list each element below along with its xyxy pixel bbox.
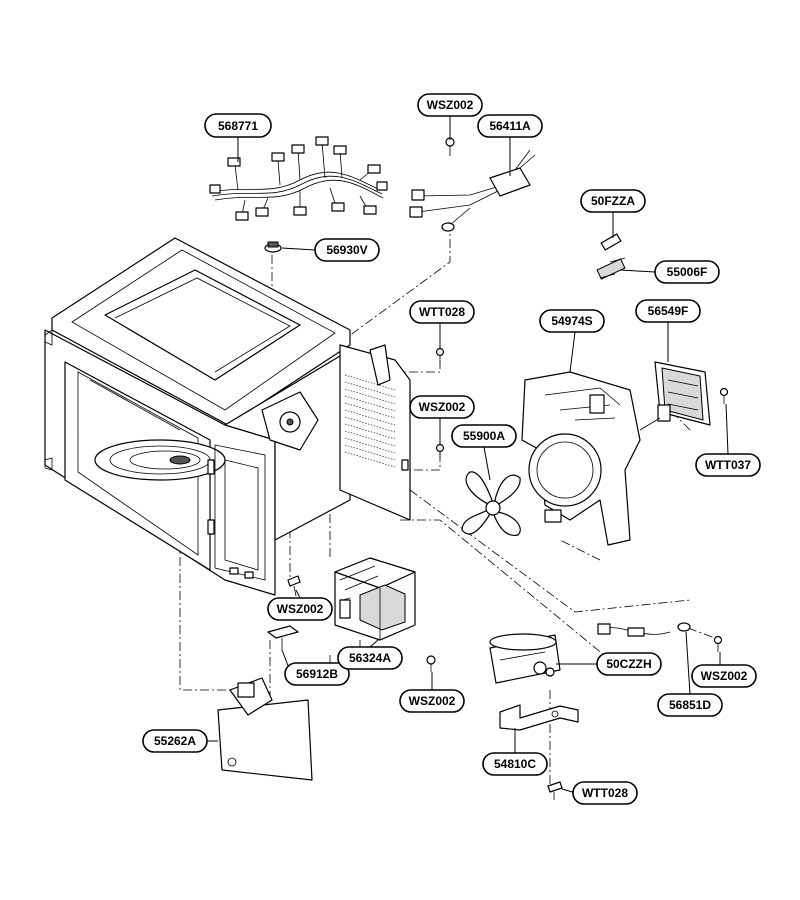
label-wsz002-transformer: WSZ002	[267, 597, 333, 621]
label-wsz002-right: WSZ002	[691, 664, 757, 688]
label-50czzh: 50CZZH	[596, 652, 662, 676]
screw-transformer-part	[287, 575, 301, 597]
label-56411a: 56411A	[477, 114, 543, 138]
label-54974s: 54974S	[539, 309, 605, 333]
label-55900a: 55900A	[451, 424, 517, 448]
latch-switch-part	[267, 625, 299, 650]
svg-text:WTT037: WTT037	[705, 458, 751, 472]
screw-capacitor-part	[426, 655, 436, 672]
svg-text:55262A: 55262A	[154, 734, 196, 748]
capacitor-part	[489, 633, 561, 684]
label-56549f: 56549F	[635, 299, 701, 323]
leader-lines	[197, 116, 729, 794]
label-56912b: 56912B	[284, 662, 350, 686]
svg-text:55900A: 55900A	[463, 429, 505, 443]
side-vent-plate-part	[339, 344, 411, 521]
svg-text:56324A: 56324A	[349, 651, 391, 665]
svg-text:50CZZH: 50CZZH	[606, 657, 651, 671]
svg-text:WTT028: WTT028	[419, 305, 465, 319]
svg-text:WSZ002: WSZ002	[427, 98, 474, 112]
label-wtt037: WTT037	[695, 453, 761, 477]
label-56324a: 56324A	[337, 646, 403, 670]
label-wsz002-top: WSZ002	[417, 93, 483, 117]
label-wsz002-capacitor: WSZ002	[399, 689, 465, 713]
label-wtt028-bottom: WTT028	[572, 781, 638, 805]
svg-text:WTT028: WTT028	[582, 786, 628, 800]
screw-right-part	[713, 635, 723, 652]
svg-text:WSZ002: WSZ002	[701, 669, 748, 683]
svg-text:54810C: 54810C	[494, 757, 536, 771]
svg-text:56930V: 56930V	[326, 243, 367, 257]
latch-bracket-part	[217, 677, 313, 781]
label-568771: 568771	[204, 113, 272, 138]
label-55006f: 55006F	[654, 260, 720, 284]
screw-bottom-part	[547, 781, 563, 800]
label-55262a: 55262A	[142, 729, 208, 753]
label-56851d: 56851D	[657, 693, 723, 717]
fan-blade-part	[461, 471, 521, 537]
screw-plate-part	[435, 347, 445, 458]
svg-text:56912B: 56912B	[296, 667, 338, 681]
capacitor-bracket-part	[499, 704, 579, 731]
label-56930v: 56930V	[314, 238, 380, 262]
svg-text:55006F: 55006F	[667, 265, 708, 279]
air-duct-part	[521, 371, 641, 546]
fuse-part	[596, 233, 626, 280]
sensor-bracket-part	[639, 361, 711, 431]
svg-text:568771: 568771	[218, 119, 258, 133]
screw-top-part	[445, 137, 455, 156]
label-wtt028-top: WTT028	[409, 300, 475, 324]
oven-cavity-part	[44, 237, 351, 596]
wire-harness-part	[209, 136, 388, 221]
screw-sensor-part	[719, 387, 729, 404]
svg-text:56851D: 56851D	[669, 698, 711, 712]
svg-text:WSZ002: WSZ002	[277, 602, 324, 616]
svg-text:56411A: 56411A	[489, 119, 531, 133]
svg-text:54974S: 54974S	[551, 314, 592, 328]
diode-part	[597, 622, 691, 637]
label-wsz002-mid: WSZ002	[409, 395, 475, 419]
transformer-part	[334, 557, 416, 641]
power-cord-part	[409, 149, 536, 232]
svg-text:WSZ002: WSZ002	[419, 400, 466, 414]
label-54810c: 54810C	[482, 752, 548, 776]
svg-text:50FZZA: 50FZZA	[591, 194, 635, 208]
thermostat-part	[264, 241, 282, 253]
label-50fzza: 50FZZA	[580, 189, 646, 213]
svg-text:56549F: 56549F	[648, 304, 689, 318]
svg-text:WSZ002: WSZ002	[409, 694, 456, 708]
